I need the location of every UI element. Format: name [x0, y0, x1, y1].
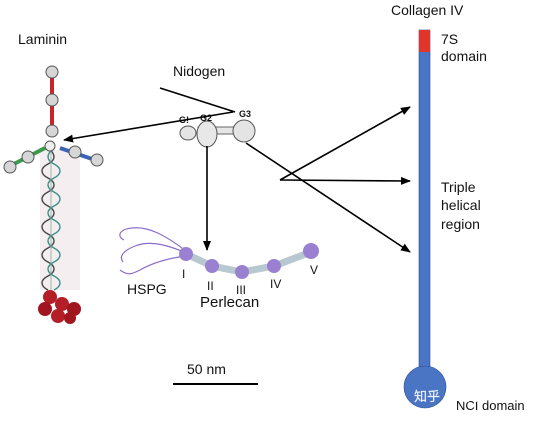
laminin-globule [45, 65, 59, 79]
collagen-nc1-globule [403, 365, 447, 409]
triple-helical-label-line3: region [441, 216, 480, 232]
collagen-rod [418, 29, 431, 376]
arrow-to-collagen-lower [245, 142, 411, 253]
laminin-globule [3, 160, 17, 174]
hspg-chain [119, 227, 187, 252]
collagen-7s-domain [419, 30, 430, 52]
perlecan-domain-iv [267, 259, 281, 273]
perlecan-label-iii: III [236, 283, 246, 297]
watermark: 知乎 @电子琳琳 [414, 389, 509, 405]
arrow-nidogen-connector [159, 87, 236, 113]
laminin: Laminin [3, 31, 104, 324]
nc1-domain-label: NCI domain [456, 398, 525, 413]
arrow-to-collagen-upper [279, 106, 411, 181]
domain-7s-label-line1: 7S [441, 31, 458, 47]
perlecan-domain-ii [205, 259, 219, 273]
laminin-globule [44, 140, 56, 152]
scale-bar: 50 nm [173, 361, 258, 385]
arrow-to-collagen-middle [279, 176, 411, 185]
collagen-iv: Collagen IV 7S domain Triple helical reg… [391, 2, 525, 413]
laminin-g-globule [64, 312, 76, 324]
nidogen-g1-globule [179, 125, 197, 141]
laminin-label: Laminin [18, 31, 67, 47]
domain-7s-label-line2: domain [441, 48, 487, 64]
perlecan-label-ii: II [207, 279, 214, 293]
binding-arrows [63, 87, 411, 253]
perlecan-domain-i [179, 247, 193, 261]
arrow-nidogen-to-laminin [63, 111, 234, 143]
triple-helical-label-line1: Triple [441, 179, 476, 195]
hspg-chain [120, 242, 187, 263]
laminin-globule [45, 93, 59, 107]
perlecan-domain-iii [235, 265, 249, 279]
nidogen-g3-globule [232, 119, 256, 143]
perlecan-label-v: V [310, 263, 318, 277]
hspg-label: HSPG [127, 281, 167, 297]
perlecan-label-i: I [182, 267, 185, 281]
hspg-chain [119, 255, 187, 275]
triple-helical-label-line2: helical [441, 197, 481, 213]
laminin-g-globule [43, 290, 57, 304]
laminin-g-domain [38, 290, 81, 324]
laminin-g-globule [38, 302, 52, 316]
laminin-g-globule [51, 309, 65, 323]
laminin-helix-strand-b [47, 147, 61, 291]
nidogen-g2-label: G2 [200, 113, 212, 123]
scale-bar-label: 50 nm [187, 361, 226, 377]
nidogen-g2-globule [196, 120, 218, 148]
perlecan-label-iv: IV [270, 277, 281, 291]
perlecan-core-protein [182, 248, 315, 276]
perlecan-domain-v [303, 243, 319, 259]
perlecan-label: Perlecan [200, 294, 259, 311]
laminin-globule [68, 145, 82, 159]
laminin-globule [90, 153, 104, 167]
laminin-globule [45, 124, 59, 138]
laminin-globule [21, 150, 35, 164]
collagen-label: Collagen IV [391, 2, 464, 18]
laminin-g-globule [55, 297, 69, 311]
nidogen-g3-label: G3 [239, 109, 251, 119]
laminin-helix-strand-a [41, 147, 55, 291]
perlecan: I II III IV V HSPG Perlecan [119, 227, 319, 311]
nidogen-label: Nidogen [173, 63, 225, 79]
